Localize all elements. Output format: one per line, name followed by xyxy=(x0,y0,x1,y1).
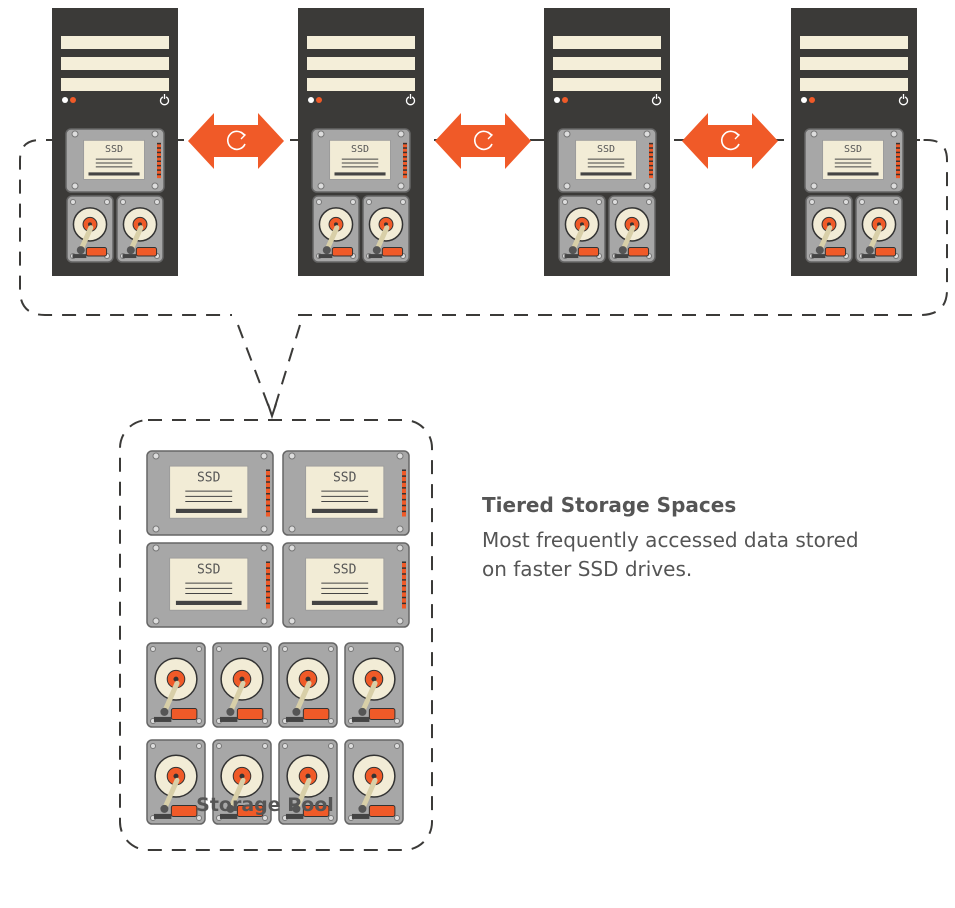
ssd-label: SSD xyxy=(597,144,615,155)
server-ssd: SSD xyxy=(557,128,657,193)
ssd-label: SSD xyxy=(197,471,221,486)
pool-hdd xyxy=(146,642,206,728)
pool-hdd xyxy=(212,739,272,825)
ssd-label: SSD xyxy=(333,563,357,578)
pool-hdd xyxy=(146,739,206,825)
power-icon xyxy=(651,96,662,106)
tiered-storage-description: Most frequently accessed data stored on … xyxy=(482,528,859,581)
sync-arrow-icon xyxy=(435,113,531,169)
sync-arrow-icon xyxy=(188,113,284,169)
server-hdd xyxy=(116,195,164,263)
server-hdd xyxy=(66,195,114,263)
pool-hdd xyxy=(212,642,272,728)
server-4: SSD xyxy=(791,8,917,276)
server-hdd xyxy=(855,195,903,263)
power-led-icon xyxy=(62,97,68,103)
server-hdd xyxy=(312,195,360,263)
server-ssd: SSD xyxy=(804,128,904,193)
server-hdd xyxy=(608,195,656,263)
ssd-label: SSD xyxy=(844,144,862,155)
power-led-icon xyxy=(801,97,807,103)
server-3: SSD xyxy=(544,8,670,276)
power-led-icon xyxy=(554,97,560,103)
server-2: SSD xyxy=(298,8,424,276)
ssd-label: SSD xyxy=(197,563,221,578)
power-led-icon xyxy=(308,97,314,103)
activity-led-icon xyxy=(562,97,568,103)
server-1: SSD xyxy=(52,8,178,276)
storage-pool-outline xyxy=(119,419,433,851)
activity-led-icon xyxy=(70,97,76,103)
server-ssd: SSD xyxy=(65,128,165,193)
pool-ssd: SSD xyxy=(146,542,274,628)
server-hdd xyxy=(805,195,853,263)
pool-hdd xyxy=(278,739,338,825)
power-icon xyxy=(159,96,170,106)
ssd-label: SSD xyxy=(333,471,357,486)
sync-arrow-icon xyxy=(682,113,778,169)
server-ssd: SSD xyxy=(311,128,411,193)
power-icon xyxy=(405,96,416,106)
funnel-line-left xyxy=(237,324,271,411)
power-icon xyxy=(898,96,909,106)
pool-hdd xyxy=(344,642,404,728)
ssd-label: SSD xyxy=(105,144,123,155)
server-hdd xyxy=(558,195,606,263)
activity-led-icon xyxy=(316,97,322,103)
pool-hdd xyxy=(278,642,338,728)
activity-led-icon xyxy=(809,97,815,103)
pool-hdd xyxy=(344,739,404,825)
server-hdd xyxy=(362,195,410,263)
tiered-storage-title: Tiered Storage Spaces xyxy=(482,493,737,517)
funnel-line-right xyxy=(273,324,301,411)
pool-ssd: SSD xyxy=(282,450,410,536)
pool-ssd: SSD xyxy=(146,450,274,536)
pool-ssd: SSD xyxy=(282,542,410,628)
ssd-label: SSD xyxy=(351,144,369,155)
storage-pool-caption: Storage Pool xyxy=(196,794,334,816)
funnel-arrowhead xyxy=(267,403,277,420)
cluster-outline xyxy=(19,139,948,316)
